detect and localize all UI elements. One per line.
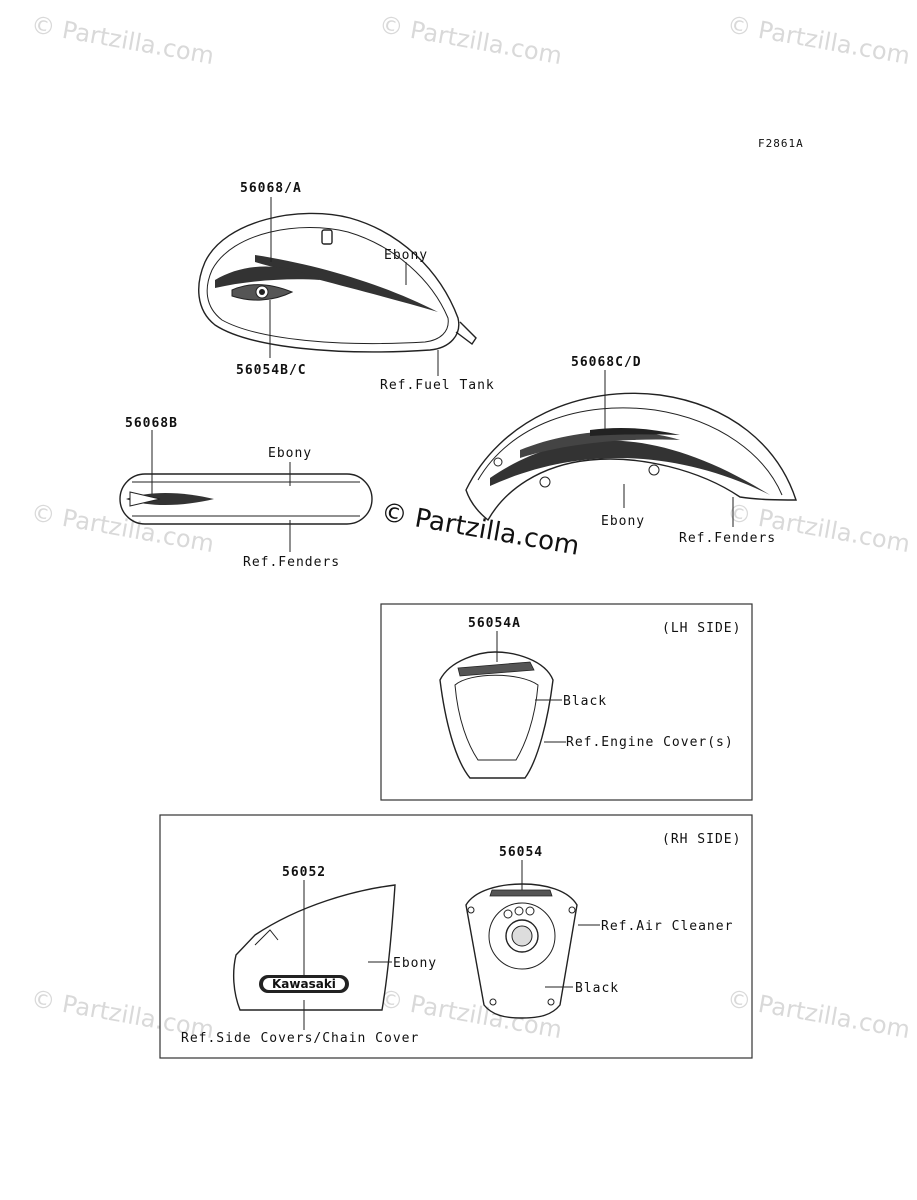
watermark-mid-right: © Partzilla.com [725,498,912,558]
air-cleaner-drawing [465,883,578,1019]
label-black-engine: Black [563,694,607,709]
rh-side-panel [159,814,753,1059]
lh-side-panel [380,603,753,801]
label-56068CD: 56068C/D [571,355,642,370]
label-ref-air-cleaner: Ref.Air Cleaner [601,919,733,934]
watermark-mid-left: © Partzilla.com [29,498,216,558]
label-ref-fenders-front: Ref.Fenders [243,555,340,570]
watermark-top-left: © Partzilla.com [29,10,216,70]
label-ebony-tank: Ebony [384,248,428,263]
lh-side-title: (LH SIDE) [662,621,741,636]
label-ebony-front: Ebony [268,446,312,461]
label-56068B: 56068B [125,416,178,431]
label-56052: 56052 [282,865,326,880]
label-ebony-rear: Ebony [601,514,645,529]
label-56054: 56054 [499,845,543,860]
center-watermark: © Partzilla.com [379,497,582,561]
watermark-bottom-right: © Partzilla.com [725,984,912,1044]
rh-side-title: (RH SIDE) [662,832,741,847]
watermark-top-center: © Partzilla.com [377,10,564,70]
watermark-top-right: © Partzilla.com [725,10,912,70]
kawasaki-logo-text: Kawasaki [272,977,336,991]
label-ref-fenders-rear: Ref.Fenders [679,531,776,546]
label-56054A: 56054A [468,616,521,631]
label-56054BC: 56054B/C [236,363,307,378]
front-fender-drawing [119,473,373,525]
label-ebony-side: Ebony [393,956,437,971]
label-ref-fuel-tank: Ref.Fuel Tank [380,378,495,393]
side-cover-drawing: Kawasaki [232,884,396,1011]
label-ref-engine-cover: Ref.Engine Cover(s) [566,735,734,750]
engine-cover-drawing [439,651,554,779]
label-ref-side-covers: Ref.Side Covers/Chain Cover [181,1031,419,1046]
fuel-tank-drawing [198,212,477,353]
figure-code: F2861A [758,137,804,150]
rear-fender-drawing [465,392,797,522]
label-56068A: 56068/A [240,181,302,196]
label-black-air: Black [575,981,619,996]
